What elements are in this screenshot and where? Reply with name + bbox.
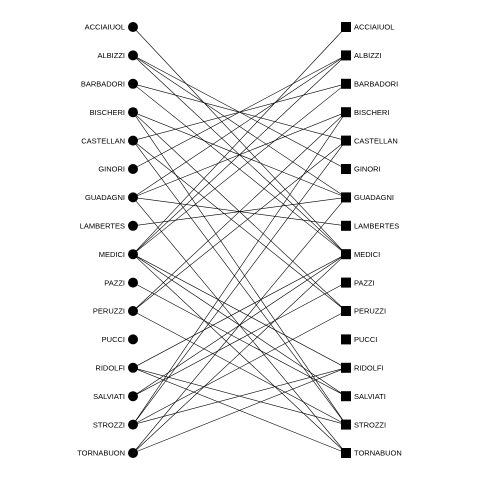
left-node-tornabuon [128,448,138,458]
edge-layer [132,26,347,454]
left-node-label-ridolfi: RIDOLFI [95,364,125,373]
left-node-label-salviati: SALVIATI [93,392,125,401]
right-node-albizzi [341,50,351,61]
right-node-guadagni [341,192,351,203]
right-node-ginori [341,164,351,174]
right-node-label-peruzzi: PERUZZI [354,307,386,316]
right-node-label-castellan: CASTELLAN [354,136,398,145]
edge-strozzi-to-peruzzi [132,310,347,425]
left-node-ridolfi [128,362,138,373]
right-node-label-ridolfi: RIDOLFI [354,364,384,373]
right-node-pucci [341,334,351,345]
left-node-guadagni [128,192,138,203]
edge-tornabuon-to-guadagni [132,197,347,454]
edge-strozzi-to-ridolfi [132,367,347,425]
left-node-barbadori [128,78,138,89]
left-node-bischeri [128,107,138,118]
right-node-bischeri [341,107,351,118]
left-node-albizzi [128,50,138,61]
left-node-ginori [128,164,138,174]
right-node-strozzi [341,419,351,430]
edge-tornabuon-to-ridolfi [132,367,347,454]
right-node-label-bischeri: BISCHERI [354,108,389,117]
edge-strozzi-to-bischeri [132,112,347,425]
edge-guadagni-to-albizzi [132,55,347,198]
left-node-label-strozzi: STROZZI [93,420,125,429]
left-node-strozzi [128,419,138,430]
right-node-label-acciaiuol: ACCIAIUOL [354,23,394,32]
left-node-column: ACCIAIUOL ALBIZZI BARBADORI BISCHERI CASTELL… [77,22,138,458]
edge-peruzzi-to-bischeri [132,111,347,312]
right-node-label-albizzi: ALBIZZI [354,51,382,60]
left-node-pazzi [128,277,138,288]
left-node-medici [128,249,138,260]
left-node-label-medici: MEDICI [99,250,125,259]
left-node-label-ginori: GINORI [98,165,125,174]
right-node-label-pucci: PUCCI [354,335,377,344]
edge-strozzi-to-castellan [132,140,347,425]
edge-medici-to-barbadori [132,83,347,255]
left-node-label-lambertes: LAMBERTES [80,222,125,231]
right-node-label-medici: MEDICI [354,250,380,259]
right-node-medici [341,249,351,260]
edge-medici-to-albizzi [132,55,347,255]
right-node-lambertes [341,220,351,231]
left-node-label-tornabuon: TORNABUON [77,449,125,458]
right-node-label-salviati: SALVIATI [354,392,386,401]
right-node-barbadori [341,78,351,89]
right-node-salviati [341,391,351,402]
edge-ginori-to-albizzi [132,55,347,170]
left-node-label-albizzi: ALBIZZI [97,51,125,60]
right-node-label-tornabuon: TORNABUON [354,449,402,458]
left-node-acciaiuol [128,22,138,32]
left-node-lambertes [128,220,138,231]
left-node-label-pazzi: PAZZI [104,278,125,287]
left-node-peruzzi [128,306,138,316]
right-node-label-pazzi: PAZZI [354,278,375,287]
right-node-label-lambertes: LAMBERTES [354,222,399,231]
edge-medici-to-acciaiuol [132,26,347,255]
left-node-label-castellan: CASTELLAN [81,136,125,145]
edge-peruzzi-to-castellan [132,140,347,312]
right-node-tornabuon [341,448,351,458]
right-node-castellan [341,135,351,146]
right-node-peruzzi [341,306,351,316]
right-node-label-strozzi: STROZZI [354,420,386,429]
left-node-pucci [128,334,138,345]
right-node-label-guadagni: GUADAGNI [354,193,394,202]
right-node-column: ACCIAIUOL ALBIZZI BARBADORI BISCHERI CASTELL… [341,22,402,458]
left-node-label-guadagni: GUADAGNI [85,193,125,202]
left-node-label-bischeri: BISCHERI [90,108,125,117]
left-node-castellan [128,135,138,146]
edge-tornabuon-to-medici [132,253,347,454]
left-node-label-acciaiuol: ACCIAIUOL [85,23,125,32]
left-node-salviati [128,391,138,402]
right-node-acciaiuol [341,22,351,32]
left-node-label-barbadori: BARBADORI [81,80,125,89]
right-node-pazzi [341,277,351,288]
left-node-label-pucci: PUCCI [102,335,125,344]
left-node-label-peruzzi: PERUZZI [93,307,125,316]
right-node-label-ginori: GINORI [354,165,381,174]
right-node-label-barbadori: BARBADORI [354,80,398,89]
edge-ridolfi-to-medici [132,253,347,369]
right-node-ridolfi [341,362,351,373]
